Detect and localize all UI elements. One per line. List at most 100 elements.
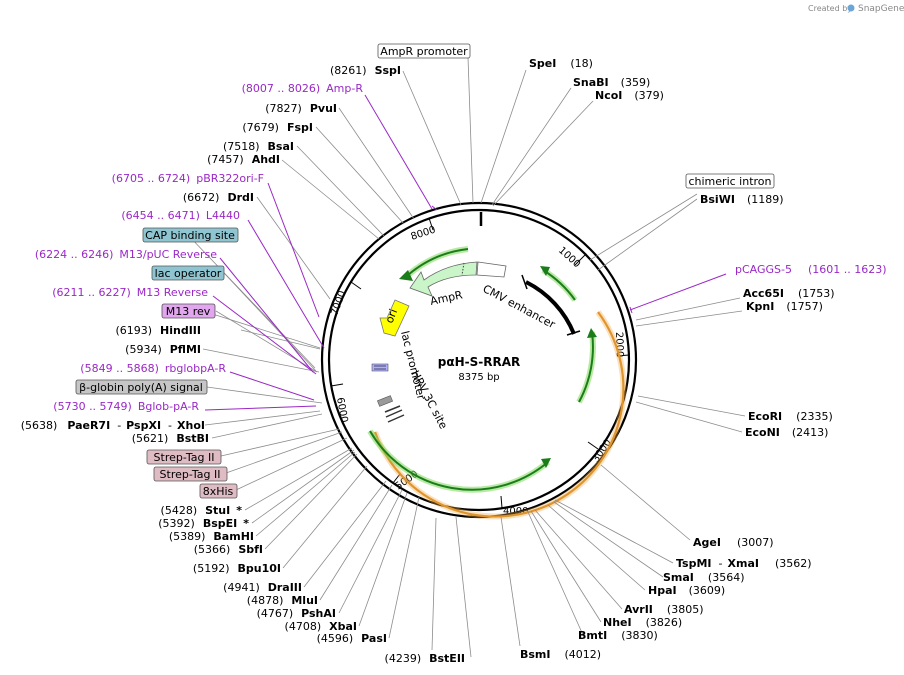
site-name: Acc65I bbox=[743, 287, 784, 300]
site-position: (1757) bbox=[786, 300, 823, 313]
feature-box-bg bbox=[146, 449, 222, 465]
site-name: BstEII bbox=[429, 652, 465, 665]
callout-line bbox=[264, 453, 358, 550]
site-label: (4239) BstEII bbox=[385, 652, 465, 665]
site-label: (7457)AhdI bbox=[207, 153, 280, 166]
callout-line bbox=[635, 310, 743, 327]
feature-box-bg bbox=[685, 173, 775, 189]
callout-line bbox=[455, 516, 472, 658]
site-name: NheI bbox=[603, 616, 632, 629]
primer-range: (5730 .. 5749) bbox=[53, 400, 132, 413]
feature-box-label: lac operator bbox=[155, 267, 222, 280]
hrv-mark bbox=[384, 405, 401, 413]
site-label: KpnI(1757) bbox=[746, 300, 823, 313]
site-position: (7679) bbox=[242, 121, 279, 134]
feature-box-beta-globin-polyA: β-globin poly(A) signal bbox=[75, 379, 208, 395]
site-position: (3805) bbox=[667, 603, 704, 616]
site-label: NcoI (379) bbox=[595, 89, 664, 102]
feature-box-label: Strep-Tag II bbox=[154, 451, 215, 464]
site-label: (4878)MluI bbox=[247, 594, 318, 607]
primer-name: L4440 bbox=[206, 209, 240, 222]
site-label: BmtI(3830) bbox=[578, 629, 658, 642]
primer-name: Bglob-pA-R bbox=[138, 400, 200, 413]
site-label: (6672) DrdI bbox=[183, 191, 254, 204]
promoter-green-arc bbox=[578, 331, 594, 403]
tick-label-7000: 7000 bbox=[329, 289, 348, 317]
callout-line bbox=[589, 193, 698, 261]
callout-line bbox=[635, 297, 741, 321]
primer-name: Amp-R bbox=[326, 82, 363, 95]
site-label: (4941)DraIII bbox=[223, 581, 302, 594]
callout-line bbox=[211, 413, 323, 439]
site-position: (3609) bbox=[689, 584, 726, 597]
site-name: DrdI bbox=[227, 191, 254, 204]
site-position: (5392) bbox=[158, 517, 195, 530]
callout-line bbox=[223, 272, 317, 372]
site-name: BsaI bbox=[268, 140, 294, 153]
tick-line-4000 bbox=[500, 495, 503, 509]
site-position: (379) bbox=[634, 89, 664, 102]
site-label: (5638)PaeR7I-PspXI-XhoI bbox=[21, 419, 205, 432]
site-position: (3564) bbox=[708, 571, 745, 584]
callout-line bbox=[492, 100, 594, 207]
site-label: SnaBI(359) bbox=[573, 76, 650, 89]
hrv-mark bbox=[387, 414, 405, 423]
site-mark: * bbox=[236, 504, 242, 517]
feature-box-label: Strep-Tag II bbox=[160, 468, 221, 481]
callout-line bbox=[467, 56, 474, 204]
callout-line bbox=[282, 465, 368, 569]
feature-box-cap-binding-site: CAP binding site bbox=[142, 227, 239, 243]
site-position: (5428) bbox=[161, 504, 198, 517]
callout-line bbox=[491, 87, 572, 206]
feature-box-label: β-globin poly(A) signal bbox=[79, 381, 203, 394]
primer-line bbox=[431, 205, 438, 211]
site-name: XhoI bbox=[177, 419, 205, 432]
arrow-head-icon bbox=[540, 266, 550, 276]
site-position: (5389) bbox=[169, 530, 206, 543]
arrow-head-icon bbox=[399, 270, 413, 281]
primer-range: (1601 .. 1623) bbox=[808, 263, 887, 276]
site-position: (3007) bbox=[737, 536, 774, 549]
feature-box-bg bbox=[153, 466, 228, 482]
primer-line bbox=[229, 371, 315, 401]
site-position: (3830) bbox=[621, 629, 658, 642]
hrv-site-label: HRV 3C site bbox=[408, 368, 450, 431]
site-name: NcoI bbox=[595, 89, 622, 102]
callout-line bbox=[281, 159, 380, 240]
ampr-marker bbox=[461, 262, 465, 276]
site-position: (4239) bbox=[385, 652, 422, 665]
cds-green-arc bbox=[369, 430, 549, 491]
primer-label: pCAGGS-5(1601 .. 1623) bbox=[735, 263, 887, 276]
primer-name: M13 Reverse bbox=[137, 286, 208, 299]
callout-line bbox=[225, 431, 343, 474]
primer-line bbox=[247, 219, 325, 349]
callout-line bbox=[635, 401, 743, 433]
site-label: (5389)BamHI bbox=[169, 530, 254, 543]
site-name: BsmI bbox=[520, 648, 551, 661]
primer-lines bbox=[204, 94, 727, 411]
callout-line bbox=[187, 234, 316, 369]
callout-line bbox=[431, 517, 437, 651]
site-position: (4708) bbox=[285, 620, 322, 633]
site-name: XmaI bbox=[728, 557, 759, 570]
site-label: EcoRI(2335) bbox=[748, 410, 833, 423]
callout-line bbox=[202, 348, 320, 373]
callout-line bbox=[235, 437, 348, 491]
backbone-inner-ring bbox=[327, 208, 631, 512]
ori-label: ori bbox=[383, 307, 400, 325]
callout-line bbox=[534, 509, 623, 610]
hrv-mark bbox=[385, 409, 403, 418]
primer-range: (6454 .. 6471) bbox=[121, 209, 200, 222]
site-position: (5934) bbox=[125, 343, 162, 356]
site-label: (5621)BstBI bbox=[132, 432, 209, 445]
primer-label: (6224 .. 6246)M13/pUC Reverse bbox=[35, 248, 217, 261]
site-position: (6672) bbox=[183, 191, 220, 204]
site-name: PaeR7I bbox=[67, 419, 110, 432]
site-name: AvrII bbox=[624, 603, 653, 616]
callout-line bbox=[530, 510, 602, 623]
callout-line bbox=[553, 501, 664, 578]
polyA-block bbox=[376, 395, 394, 407]
ori-feature-arrow bbox=[379, 299, 410, 337]
site-position: (3562) bbox=[775, 557, 812, 570]
tick-label-8000: 8000 bbox=[410, 225, 438, 243]
